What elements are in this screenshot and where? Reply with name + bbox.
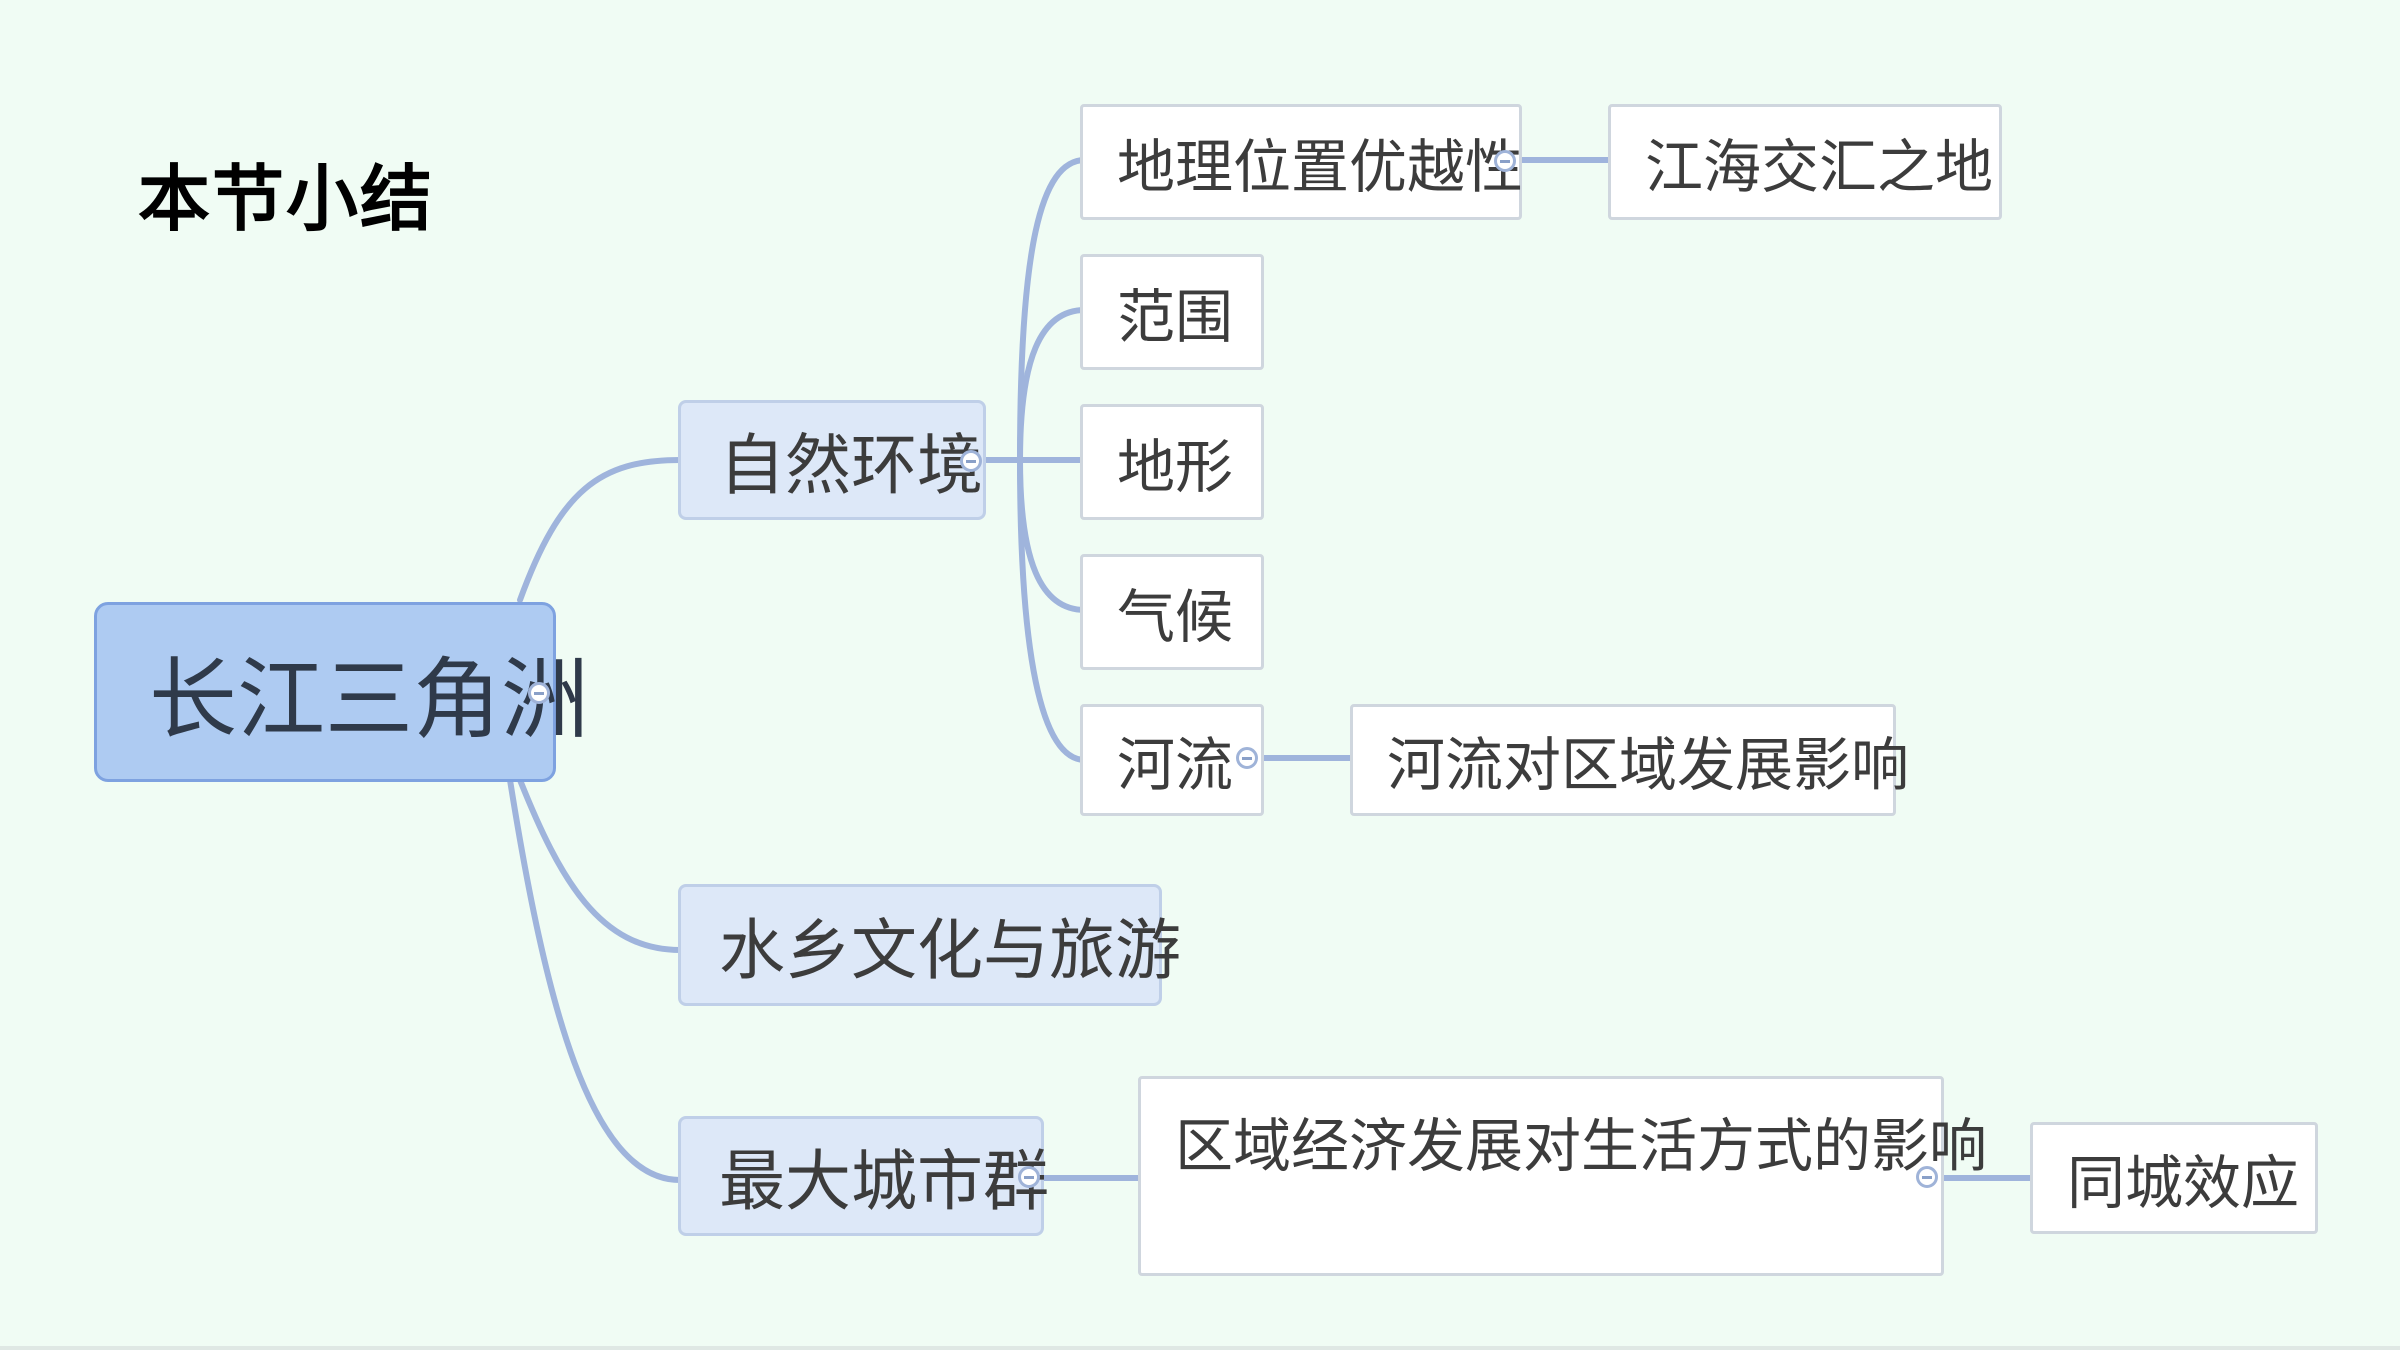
collapse-toggle-icon[interactable] bbox=[960, 450, 982, 472]
branch-natural-environment[interactable]: 自然环境 bbox=[678, 400, 986, 520]
topic-range[interactable]: 范围 bbox=[1080, 254, 1264, 370]
topic-label: 地形 bbox=[1117, 433, 1234, 501]
topic-terrain[interactable]: 地形 bbox=[1080, 404, 1264, 520]
topic-label: 江海交汇之地 bbox=[1645, 133, 1994, 201]
root-label: 长江三角洲 bbox=[149, 647, 590, 751]
topic-climate[interactable]: 气候 bbox=[1080, 554, 1264, 670]
collapse-toggle-icon[interactable] bbox=[1916, 1166, 1938, 1188]
connector-natural-range bbox=[1017, 307, 1088, 463]
collapse-toggle-icon[interactable] bbox=[528, 682, 550, 704]
topic-rivers[interactable]: 河流 bbox=[1080, 704, 1264, 816]
connector-root-culture bbox=[517, 777, 683, 953]
topic-lifestyle-impact[interactable]: 区域经济发展对生活方式的影响 bbox=[1138, 1076, 1987, 1276]
topic-label: 气候 bbox=[1117, 583, 1234, 651]
topic-label: 河流 bbox=[1117, 731, 1234, 799]
topic-label: 同城效应 bbox=[2067, 1149, 2300, 1217]
connector-root-city bbox=[507, 777, 683, 1183]
topic-same-city-effect[interactable]: 同城效应 bbox=[2030, 1122, 2318, 1234]
topic-label: 区域经济发展对生活方式的影响 bbox=[1175, 1112, 1988, 1180]
collapse-toggle-icon[interactable] bbox=[1018, 1166, 1040, 1188]
bottom-divider bbox=[0, 1346, 2400, 1350]
collapse-toggle-icon[interactable] bbox=[1236, 747, 1258, 769]
topic-rivers-detail[interactable]: 河流对区域发展影响 bbox=[1350, 704, 1909, 816]
connector-natural-climate bbox=[1017, 457, 1088, 613]
branch-label: 水乡文化与旅游 bbox=[719, 912, 1181, 989]
branch-label: 自然环境 bbox=[719, 427, 983, 504]
connector-root-natural bbox=[517, 457, 683, 603]
branch-city-cluster[interactable]: 最大城市群 bbox=[678, 1116, 1049, 1236]
connector-natural-rivers bbox=[1017, 457, 1088, 763]
collapse-toggle-icon[interactable] bbox=[1494, 150, 1516, 172]
slide-title: 本节小结 bbox=[138, 157, 435, 241]
topic-location-detail[interactable]: 江海交汇之地 bbox=[1608, 104, 2002, 220]
topic-label: 河流对区域发展影响 bbox=[1387, 731, 1910, 799]
branch-label: 最大城市群 bbox=[719, 1143, 1049, 1220]
branch-culture-tourism[interactable]: 水乡文化与旅游 bbox=[678, 884, 1181, 1006]
topic-location[interactable]: 地理位置优越性 bbox=[1080, 104, 1524, 220]
root-node[interactable]: 长江三角洲 bbox=[94, 602, 589, 782]
topic-label: 范围 bbox=[1117, 283, 1234, 351]
topic-label: 地理位置优越性 bbox=[1117, 133, 1524, 201]
